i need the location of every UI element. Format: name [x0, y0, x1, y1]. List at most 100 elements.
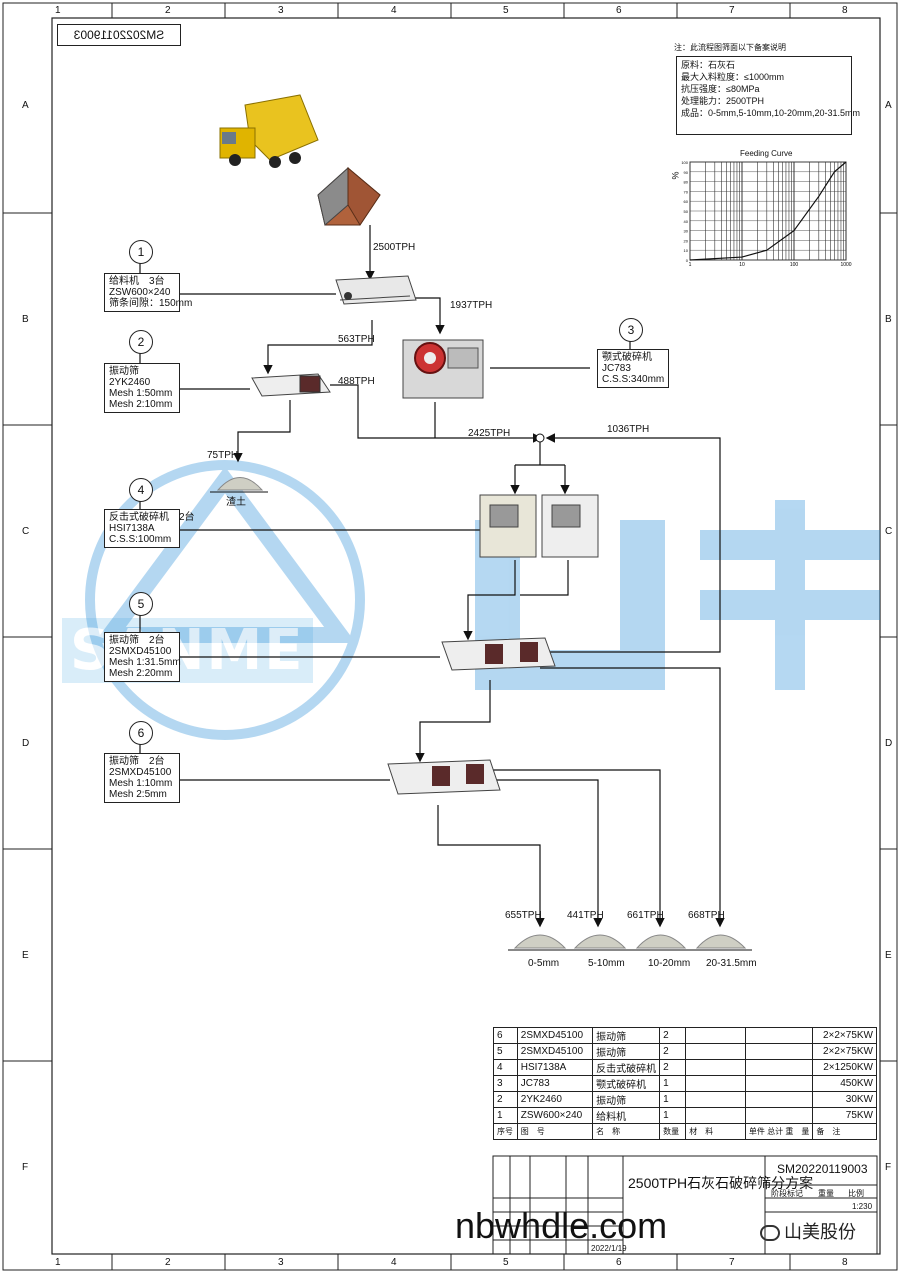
scale-label: 比例 [848, 1189, 864, 1198]
equipment-3-line-3: C.S.S:340mm [602, 374, 665, 385]
row-label-a: A [22, 100, 29, 111]
product-label-1: 0-5mm [528, 958, 560, 969]
curve-x-tick: 100 [790, 262, 799, 268]
equipment-4-number: 4 [129, 478, 153, 502]
equipment-5-number: 5 [129, 592, 153, 616]
flow-recycle: 1036TPH [607, 424, 650, 435]
row-label-d: D [22, 738, 30, 749]
vibrating-screen-5-icon [441, 637, 556, 671]
col-label-6-bottom: 6 [616, 1257, 622, 1268]
flow-screen2-over: 488TPH [338, 376, 375, 387]
product-label-2: 5-10mm [588, 958, 625, 969]
curve-y-tick: 20 [684, 238, 689, 243]
site-watermark: nbwhdle.com [455, 1205, 668, 1246]
equipment-4-line-1: 反击式破碎机 2台 [109, 512, 195, 523]
curve-y-tick: 70 [684, 189, 689, 194]
jaw-crusher-icon [402, 339, 484, 399]
equipment-4-line-2: HSI7138A [109, 523, 155, 534]
col-label-8: 8 [842, 5, 848, 16]
equipment-4-line-3: C.S.S:100mm [109, 534, 172, 545]
date-value: 2022/1/19 [591, 1244, 627, 1253]
curve-y-tick: 50 [684, 209, 689, 214]
notes-line-5: 成品：0-5mm,5-10mm,10-20mm,20-31.5mm [681, 108, 861, 118]
flow-screen2-under: 75TPH [207, 450, 239, 461]
bom-header-cell: 单件 总计 重 量 [744, 1123, 814, 1140]
flow-product-1: 655TPH [505, 910, 542, 921]
waste-label: 渣土 [226, 497, 246, 508]
equipment-5-line-1: 振动筛 2台 [109, 635, 165, 646]
equipment-2-box: 振动筛 2YK2460 Mesh 1:50mm Mesh 2:10mm [104, 363, 180, 413]
brand-watermark: 山美股份 [760, 1222, 856, 1242]
equipment-3-number: 3 [619, 318, 643, 342]
notes-line-3: 抗压强度：≤80MPa [681, 84, 760, 94]
equipment-2-number: 2 [129, 330, 153, 354]
equipment-6-line-4: Mesh 2:5mm [109, 789, 167, 800]
flow-product-3: 661TPH [627, 910, 664, 921]
scale-value: 1:230 [852, 1202, 873, 1211]
curve-y-tick: 40 [684, 219, 689, 224]
equipment-5-line-4: Mesh 2:20mm [109, 668, 173, 679]
hopper-icon [317, 166, 381, 226]
bom-cell: HSI7138A [516, 1059, 594, 1076]
row-label-c: C [22, 526, 30, 537]
bom-header-cell: 数量 [659, 1123, 687, 1140]
row-label-f-right: F [885, 1162, 892, 1173]
flow-screen1-to-jaw: 1937TPH [450, 300, 493, 311]
row-label-e-right: E [885, 950, 892, 961]
col-label-4-bottom: 4 [391, 1257, 397, 1268]
dump-truck-icon [219, 94, 319, 168]
notes-heading: 注：此流程图筛面以下备案说明 [674, 43, 786, 52]
curve-line [689, 161, 847, 261]
flow-combined: 2425TPH [468, 428, 511, 439]
equipment-4-box: 反击式破碎机 2台 HSI7138A C.S.S:100mm [104, 509, 195, 548]
notes-line-1: 原料：石灰石 [681, 60, 736, 70]
col-label-4: 4 [391, 5, 397, 16]
col-label-7-bottom: 7 [729, 1257, 735, 1268]
equipment-2-line-1: 振动筛 [109, 366, 139, 377]
col-label-1-bottom: 1 [55, 1257, 61, 1268]
product-label-4: 20-31.5mm [706, 958, 757, 969]
bom-header-cell: 备 注 [812, 1123, 877, 1140]
curve-y-tick: 60 [684, 199, 689, 204]
row-label-b: B [22, 314, 29, 325]
bom-cell: 1 [659, 1107, 687, 1124]
notes-box: 原料：石灰石 最大入料粒度：≤1000mm 抗压强度：≤80MPa 处理能力：2… [676, 56, 861, 135]
product-label-3: 10-20mm [648, 958, 691, 969]
feeding-curve-title: Feeding Curve [740, 149, 793, 158]
curve-y-tick: 10 [684, 248, 689, 253]
bom-header-cell: 图 号 [516, 1123, 594, 1140]
col-label-7: 7 [729, 5, 735, 16]
col-label-5: 5 [503, 5, 509, 16]
equipment-2-line-2: 2YK2460 [109, 377, 151, 388]
vibrating-feeder-icon [335, 275, 417, 305]
equipment-6-line-1: 振动筛 2台 [109, 756, 165, 767]
curve-y-tick: 0 [686, 258, 689, 263]
row-label-f: F [22, 1162, 29, 1173]
equipment-3-line-1: 颚式破碎机 [602, 352, 652, 363]
drawing-number-box-top: SM20220119003 [57, 24, 181, 46]
flow-feed: 2500TPH [373, 242, 416, 253]
col-label-2-bottom: 2 [165, 1257, 171, 1268]
equipment-3-line-2: JC783 [602, 363, 631, 374]
bom-header-cell: 材 料 [685, 1123, 746, 1140]
curve-y-tick: 90 [684, 170, 689, 175]
equipment-6-line-2: 2SMXD45100 [109, 767, 172, 778]
equipment-1-line-1: 给料机 3台 [109, 276, 165, 287]
row-label-e: E [22, 950, 29, 961]
curve-x-tick: 1000 [840, 262, 851, 268]
brand-text: 山美股份 [784, 1222, 856, 1242]
weight-label: 重量 [818, 1189, 834, 1198]
equipment-5-line-2: 2SMXD45100 [109, 646, 172, 657]
equipment-6-box: 振动筛 2台 2SMXD45100 Mesh 1:10mm Mesh 2:5mm [104, 753, 180, 803]
equipment-5-box: 振动筛 2台 2SMXD45100 Mesh 1:31.5mm Mesh 2:2… [104, 632, 181, 682]
row-label-a-right: A [885, 100, 892, 111]
equipment-1-line-2: ZSW600×240 [109, 287, 171, 298]
flow-product-2: 441TPH [567, 910, 604, 921]
